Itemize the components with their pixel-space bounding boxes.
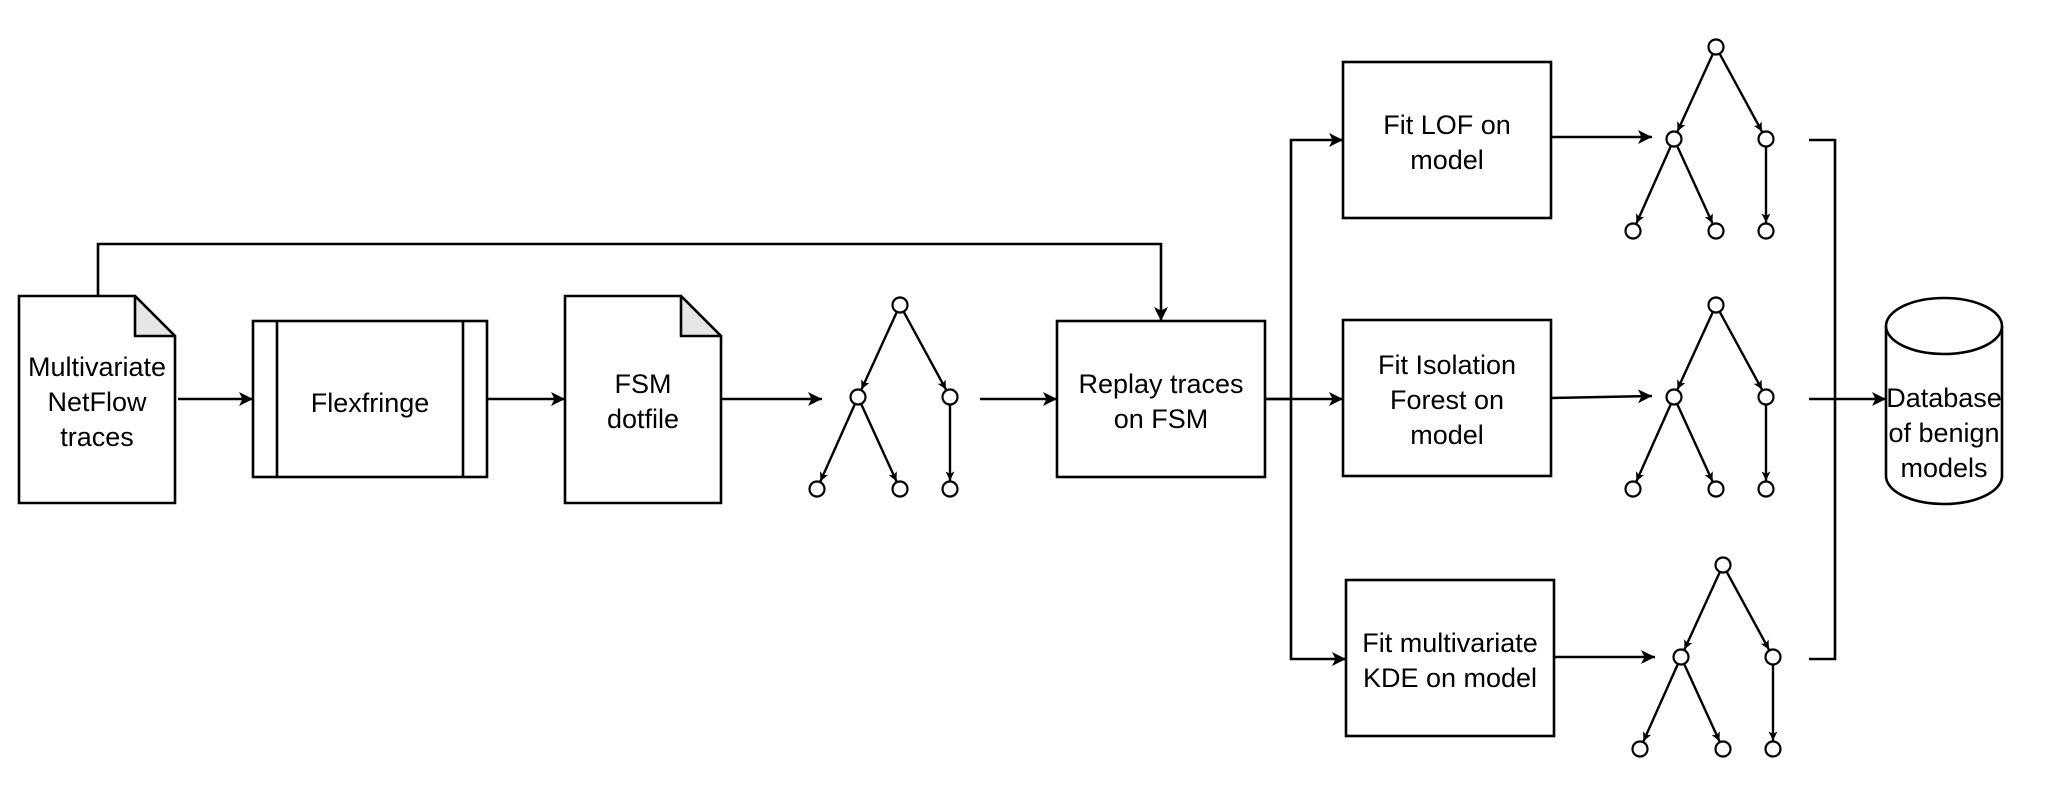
tree-edge <box>1635 403 1673 482</box>
database-label-line2: of benign <box>1888 418 1999 448</box>
tree-edge <box>1676 145 1714 224</box>
tree-state-node <box>1707 222 1725 240</box>
tree-state-node <box>1757 222 1775 240</box>
fsm-dotfile-document: FSM dotfile <box>563 294 723 505</box>
tree-state-node <box>1707 38 1725 56</box>
flexfringe-label: Flexfringe <box>311 388 430 418</box>
tree-state-node <box>1631 740 1649 758</box>
tree-edge <box>902 311 947 391</box>
replay-label-line1: Replay traces <box>1078 369 1243 399</box>
tree-state-node <box>1707 480 1725 498</box>
tree-edge <box>1718 53 1763 133</box>
tree-state-node <box>1764 740 1782 758</box>
fit-lof-box: Fit LOF on model <box>1341 60 1553 220</box>
tree-state-node <box>1714 556 1732 574</box>
tree-state-node <box>1757 388 1775 406</box>
tree-edge <box>1635 145 1673 224</box>
tree-state-node <box>808 480 826 498</box>
tree-state-node <box>891 480 909 498</box>
fit-kde-box: Fit multivariate KDE on model <box>1344 578 1556 738</box>
iforest-label-line3: model <box>1410 420 1484 450</box>
tree-state-node <box>941 480 959 498</box>
tree-edge <box>1676 53 1714 132</box>
tree-edge <box>1642 663 1680 742</box>
tree-state-node <box>1714 740 1732 758</box>
connectors <box>96 130 1886 666</box>
tree-state-node <box>891 296 909 314</box>
tree-state-node <box>1672 648 1690 666</box>
netflow-label-line2: NetFlow <box>47 387 147 417</box>
tree-edge <box>1725 571 1770 651</box>
lof-label-line1: Fit LOF on <box>1383 110 1511 140</box>
fsm-label-line1: FSM <box>615 369 672 399</box>
tree-state-node <box>1624 480 1642 498</box>
iforest-label-line1: Fit Isolation <box>1378 350 1516 380</box>
tree-edge <box>860 311 898 390</box>
netflow-traces-document: Multivariate NetFlow traces <box>17 294 177 505</box>
tree-edge <box>819 403 857 482</box>
database-label-line3: models <box>1900 453 1987 483</box>
arrow-replay-to-lof <box>1265 133 1343 401</box>
tree-state-node <box>1757 130 1775 148</box>
fit-isolation-forest-box: Fit Isolation Forest on model <box>1341 318 1553 478</box>
state-machine-tree-icon <box>1631 556 1782 758</box>
lof-label-line2: model <box>1410 145 1484 175</box>
tree-state-node <box>849 388 867 406</box>
netflow-label-line3: traces <box>60 422 134 452</box>
arrow-replay-to-kde <box>1289 399 1346 666</box>
replay-traces-box: Replay traces on FSM <box>1055 319 1267 479</box>
database-label-line1: Database <box>1886 383 2002 413</box>
tree-edge <box>1683 571 1721 650</box>
state-machine-tree-icon <box>808 296 959 498</box>
tree-edge <box>1676 311 1714 390</box>
tree-edge <box>1718 311 1763 391</box>
arrow-iforest-to-tree <box>1550 389 1653 404</box>
state-machine-tree-icon <box>1624 296 1775 498</box>
arrow-netflow-to-replay <box>96 242 1168 321</box>
iforest-label-line2: Forest on <box>1390 385 1504 415</box>
fsm-label-line2: dotfile <box>607 404 679 434</box>
tree-state-node <box>1764 648 1782 666</box>
tree-state-node <box>1707 296 1725 314</box>
kde-label-line2: KDE on model <box>1363 663 1537 693</box>
flexfringe-process: Flexfringe <box>251 319 489 479</box>
netflow-label-line1: Multivariate <box>28 352 166 382</box>
state-machine-tree-icon <box>1624 38 1775 240</box>
tree-state-node <box>941 388 959 406</box>
tree-edge <box>1676 403 1714 482</box>
kde-label-line1: Fit multivariate <box>1362 628 1538 658</box>
benign-models-database: Database of benign models <box>1884 296 2004 506</box>
tree-edge <box>860 403 898 482</box>
tree-state-node <box>1665 130 1683 148</box>
tree-state-node <box>1665 388 1683 406</box>
tree-state-node <box>1757 480 1775 498</box>
tree-state-node <box>1624 222 1642 240</box>
tree-edge <box>1683 663 1721 742</box>
replay-label-line2: on FSM <box>1114 404 1209 434</box>
